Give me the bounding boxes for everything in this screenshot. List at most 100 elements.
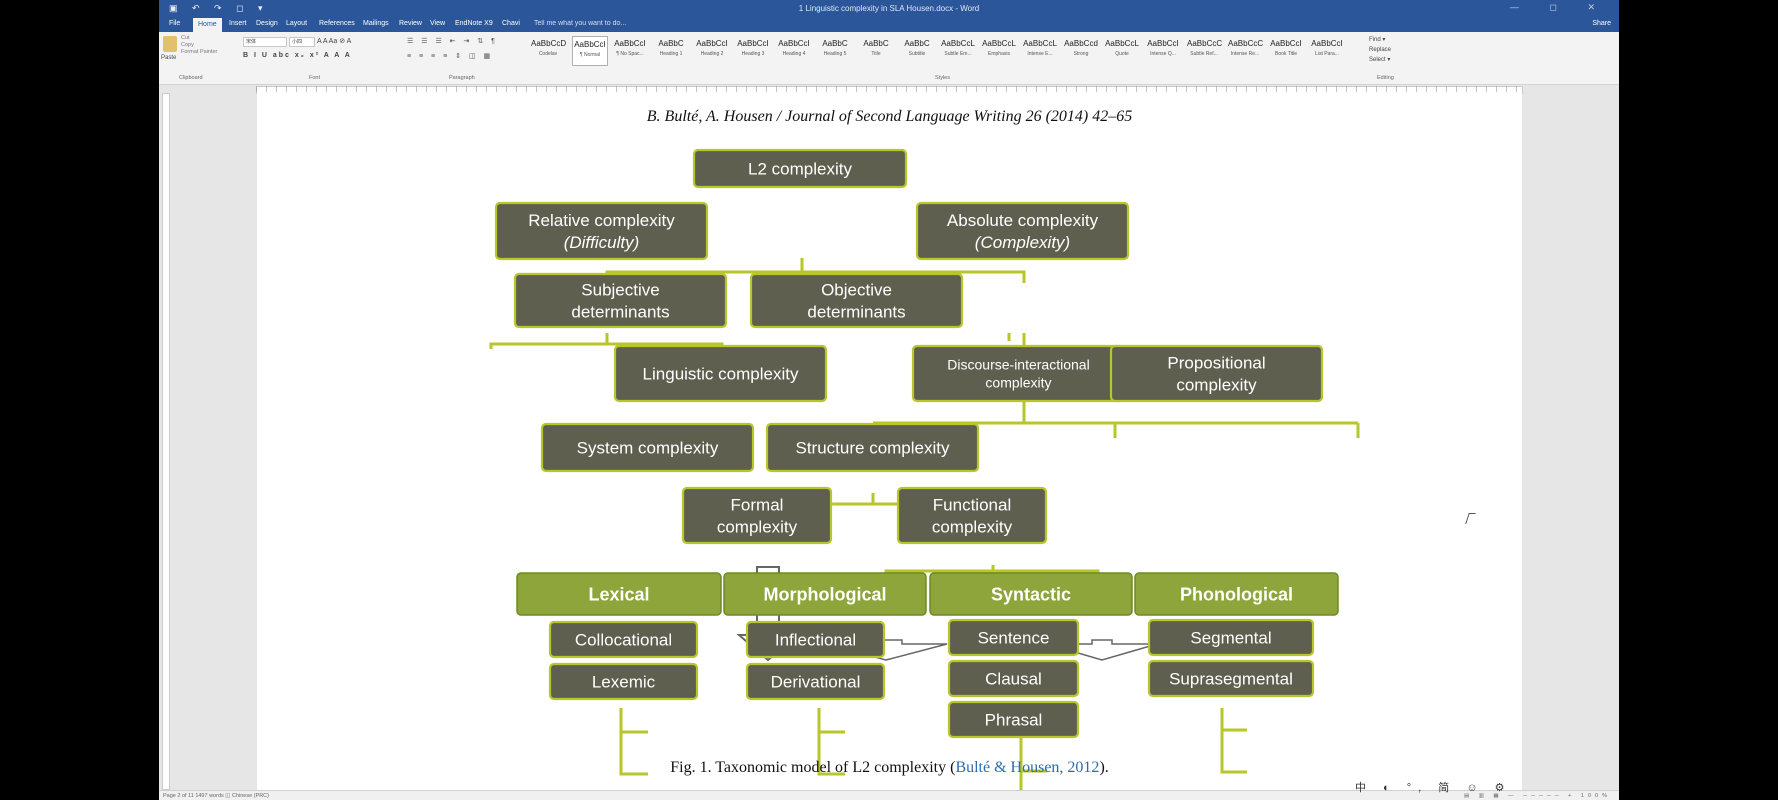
cut-button[interactable]: Cut [181,35,190,41]
node-linguistic-complexity: Linguistic complexity [613,344,828,403]
font-row: 宋体 小四 A A Aa ⊘ A [243,37,398,47]
clipboard-items: Cut Copy Format Painter [181,35,217,56]
node-absolute-complexity-label: (Complexity) [975,233,1070,252]
node-formal-complexity-label: complexity [717,518,798,537]
style-tile[interactable]: AaBbCcI List Para... [1310,36,1344,64]
tab-layout[interactable]: Layout [286,20,308,27]
node-l2-complexity: L2 complexity [692,148,908,189]
font-size-select[interactable]: 小四 [289,37,315,47]
paragraph-align-buttons[interactable]: ≡ ≡ ≡ ≡ ⇕ ◫ ▦ [407,53,494,60]
tab-insert[interactable]: Insert [229,20,247,27]
node-subjective-determinants-label: determinants [571,303,669,322]
font-format-buttons[interactable]: B I U abc x₂ x² A A A [243,52,352,59]
paste-icon[interactable] [163,36,177,52]
node-l2-complexity-label: L2 complexity [748,160,852,179]
node-absolute-complexity-label: Absolute complexity [947,211,1099,230]
select-button[interactable]: Select ▾ [1369,57,1391,63]
tab-home[interactable]: Home [193,18,222,32]
paragraph-list-buttons[interactable]: ☰ ☰ ☰ ⇤ ⇥ ⇅ ¶ [407,38,498,45]
style-tile[interactable]: AaBbCcD Codelav [531,36,567,64]
style-sample: AaBbCcD [531,39,567,48]
style-sample: AaBbCcL [941,39,975,48]
document-page[interactable]: B. Bulté, A. Housen / Journal of Second … [257,93,1522,790]
node-relative-complexity-label: (Difficulty) [564,233,640,252]
title-bar: ▣ ↶ ↷ ◻ ▾ 1 Linguistic complexity in SLA… [159,0,1619,17]
tab-file[interactable]: File [169,20,181,27]
node-phonological: Phonological [1134,572,1339,616]
style-sample: AaBbCcL [1105,39,1139,48]
node-relative-complexity-label: Relative complexity [528,211,675,230]
style-name: Subtle Ref... [1190,51,1218,57]
vertical-ruler[interactable] [159,93,171,790]
style-name: Codelav [538,51,558,57]
node-clausal-label: Clausal [985,670,1042,689]
window-controls[interactable]: — ◻ ✕ [1509,2,1609,12]
style-name: List Para... [1315,51,1339,57]
paste-button[interactable]: Paste [161,55,177,61]
style-sample: AaBbCcI [778,39,810,48]
style-tile[interactable]: AaBbCcI¶ Normal [572,36,608,66]
tab-review[interactable]: Review [399,20,422,27]
node-collocational-label: Collocational [575,631,672,650]
node-lexemic: Lexemic [548,662,699,701]
tab-view[interactable]: View [430,20,446,27]
node-discourse-interactional-complexity-label: complexity [985,375,1051,391]
tell-me-search[interactable]: Tell me what you want to do... [534,20,627,27]
style-sample: AaBbCcI [737,39,769,48]
node-sentence-label: Sentence [978,629,1050,648]
ime-toolbar[interactable]: 中 ◐ °, 简 ☺ ⚙ [1355,782,1512,794]
share-button[interactable]: Share [1592,20,1611,27]
style-sample: AaBbCcI [1311,39,1343,48]
copy-button[interactable]: Copy [181,42,194,48]
tab-mailings[interactable]: Mailings [363,20,389,27]
replace-button[interactable]: Replace [1369,47,1392,53]
window-title: 1 Linguistic complexity in SLA Housen.do… [798,4,980,13]
font-grow-buttons[interactable]: A A Aa ⊘ A [317,38,352,45]
node-derivational-label: Derivational [771,673,861,692]
node-relative-complexity: Relative complexity (Difficulty) [494,201,709,261]
tab-chavi[interactable]: Chavi [502,20,520,27]
node-lexical: Lexical [516,572,722,616]
running-header: B. Bulté, A. Housen / Journal of Second … [646,108,1133,125]
tab-endnote[interactable]: EndNote X9 [455,20,493,27]
tab-references[interactable]: References [319,20,355,27]
font-name-select[interactable]: 宋体 [243,37,287,47]
style-sample: AaBbC [863,39,889,48]
quick-access-toolbar[interactable]: ▣ ↶ ↷ ◻ ▾ [169,3,269,13]
style-sample: AaBbCcI [1270,39,1302,48]
style-name: ¶ Normal [579,52,601,58]
format-painter-button[interactable]: Format Painter [181,49,218,55]
style-name: Intense E... [1027,51,1053,57]
node-system-complexity-label: System complexity [577,439,719,458]
style-sample: AaBbC [822,39,848,48]
node-objective-determinants-label: Objective [821,281,892,300]
horizontal-ruler[interactable] [159,85,1619,94]
view-zoom-controls[interactable]: ▤ ▥ ▦ — ───── + 100% [1463,793,1611,799]
citation-link[interactable]: Bulté & Housen, 2012 [955,759,1100,776]
style-tile[interactable]: AaBbCcI¶ No Spac... [613,36,647,64]
node-phrasal-label: Phrasal [985,711,1043,730]
find-button[interactable]: Find ▾ [1369,37,1386,43]
tab-design[interactable]: Design [256,20,278,27]
editing-group-label: Editing [1377,75,1394,81]
node-formal-complexity-label: Formal [731,496,784,515]
